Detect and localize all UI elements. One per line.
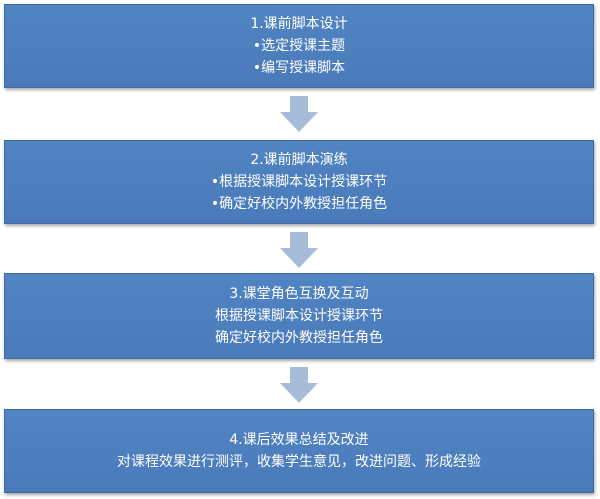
down-arrow-icon xyxy=(280,232,318,268)
step-1-line-2: •编写授课脚本 xyxy=(252,60,346,76)
step-2-box: 2.课前脚本演练 •根据授课脚本设计授课环节 •确定好校内外教授担任角色 xyxy=(4,140,594,224)
step-4-line-1: 对课程效果进行测评，收集学生意见，改进问题、形成经验 xyxy=(117,454,481,470)
step-1-box: 1.课前脚本设计 •选定授课主题 •编写授课脚本 xyxy=(4,4,594,88)
step-1-title: 1.课前脚本设计 xyxy=(250,16,348,32)
step-2-line-2: •确定好校内外教授担任角色 xyxy=(210,196,388,212)
step-3-box: 3.课堂角色互换及互动 根据授课脚本设计授课环节 确定好校内外教授担任角色 xyxy=(4,273,594,359)
step-4-box: 4.课后效果总结及改进 对课程效果进行测评，收集学生意见，改进问题、形成经验 xyxy=(4,409,594,493)
step-3-title: 3.课堂角色互换及互动 xyxy=(229,286,369,302)
step-2-line-1: •根据授课脚本设计授课环节 xyxy=(210,174,388,190)
step-1-line-1: •选定授课主题 xyxy=(252,38,346,54)
step-3-line-2: 确定好校内外教授担任角色 xyxy=(215,330,383,346)
step-3-line-1: 根据授课脚本设计授课环节 xyxy=(215,308,383,324)
down-arrow-icon xyxy=(280,96,318,132)
down-arrow-icon xyxy=(280,367,318,403)
step-4-title: 4.课后效果总结及改进 xyxy=(229,432,369,448)
step-2-title: 2.课前脚本演练 xyxy=(250,152,348,168)
